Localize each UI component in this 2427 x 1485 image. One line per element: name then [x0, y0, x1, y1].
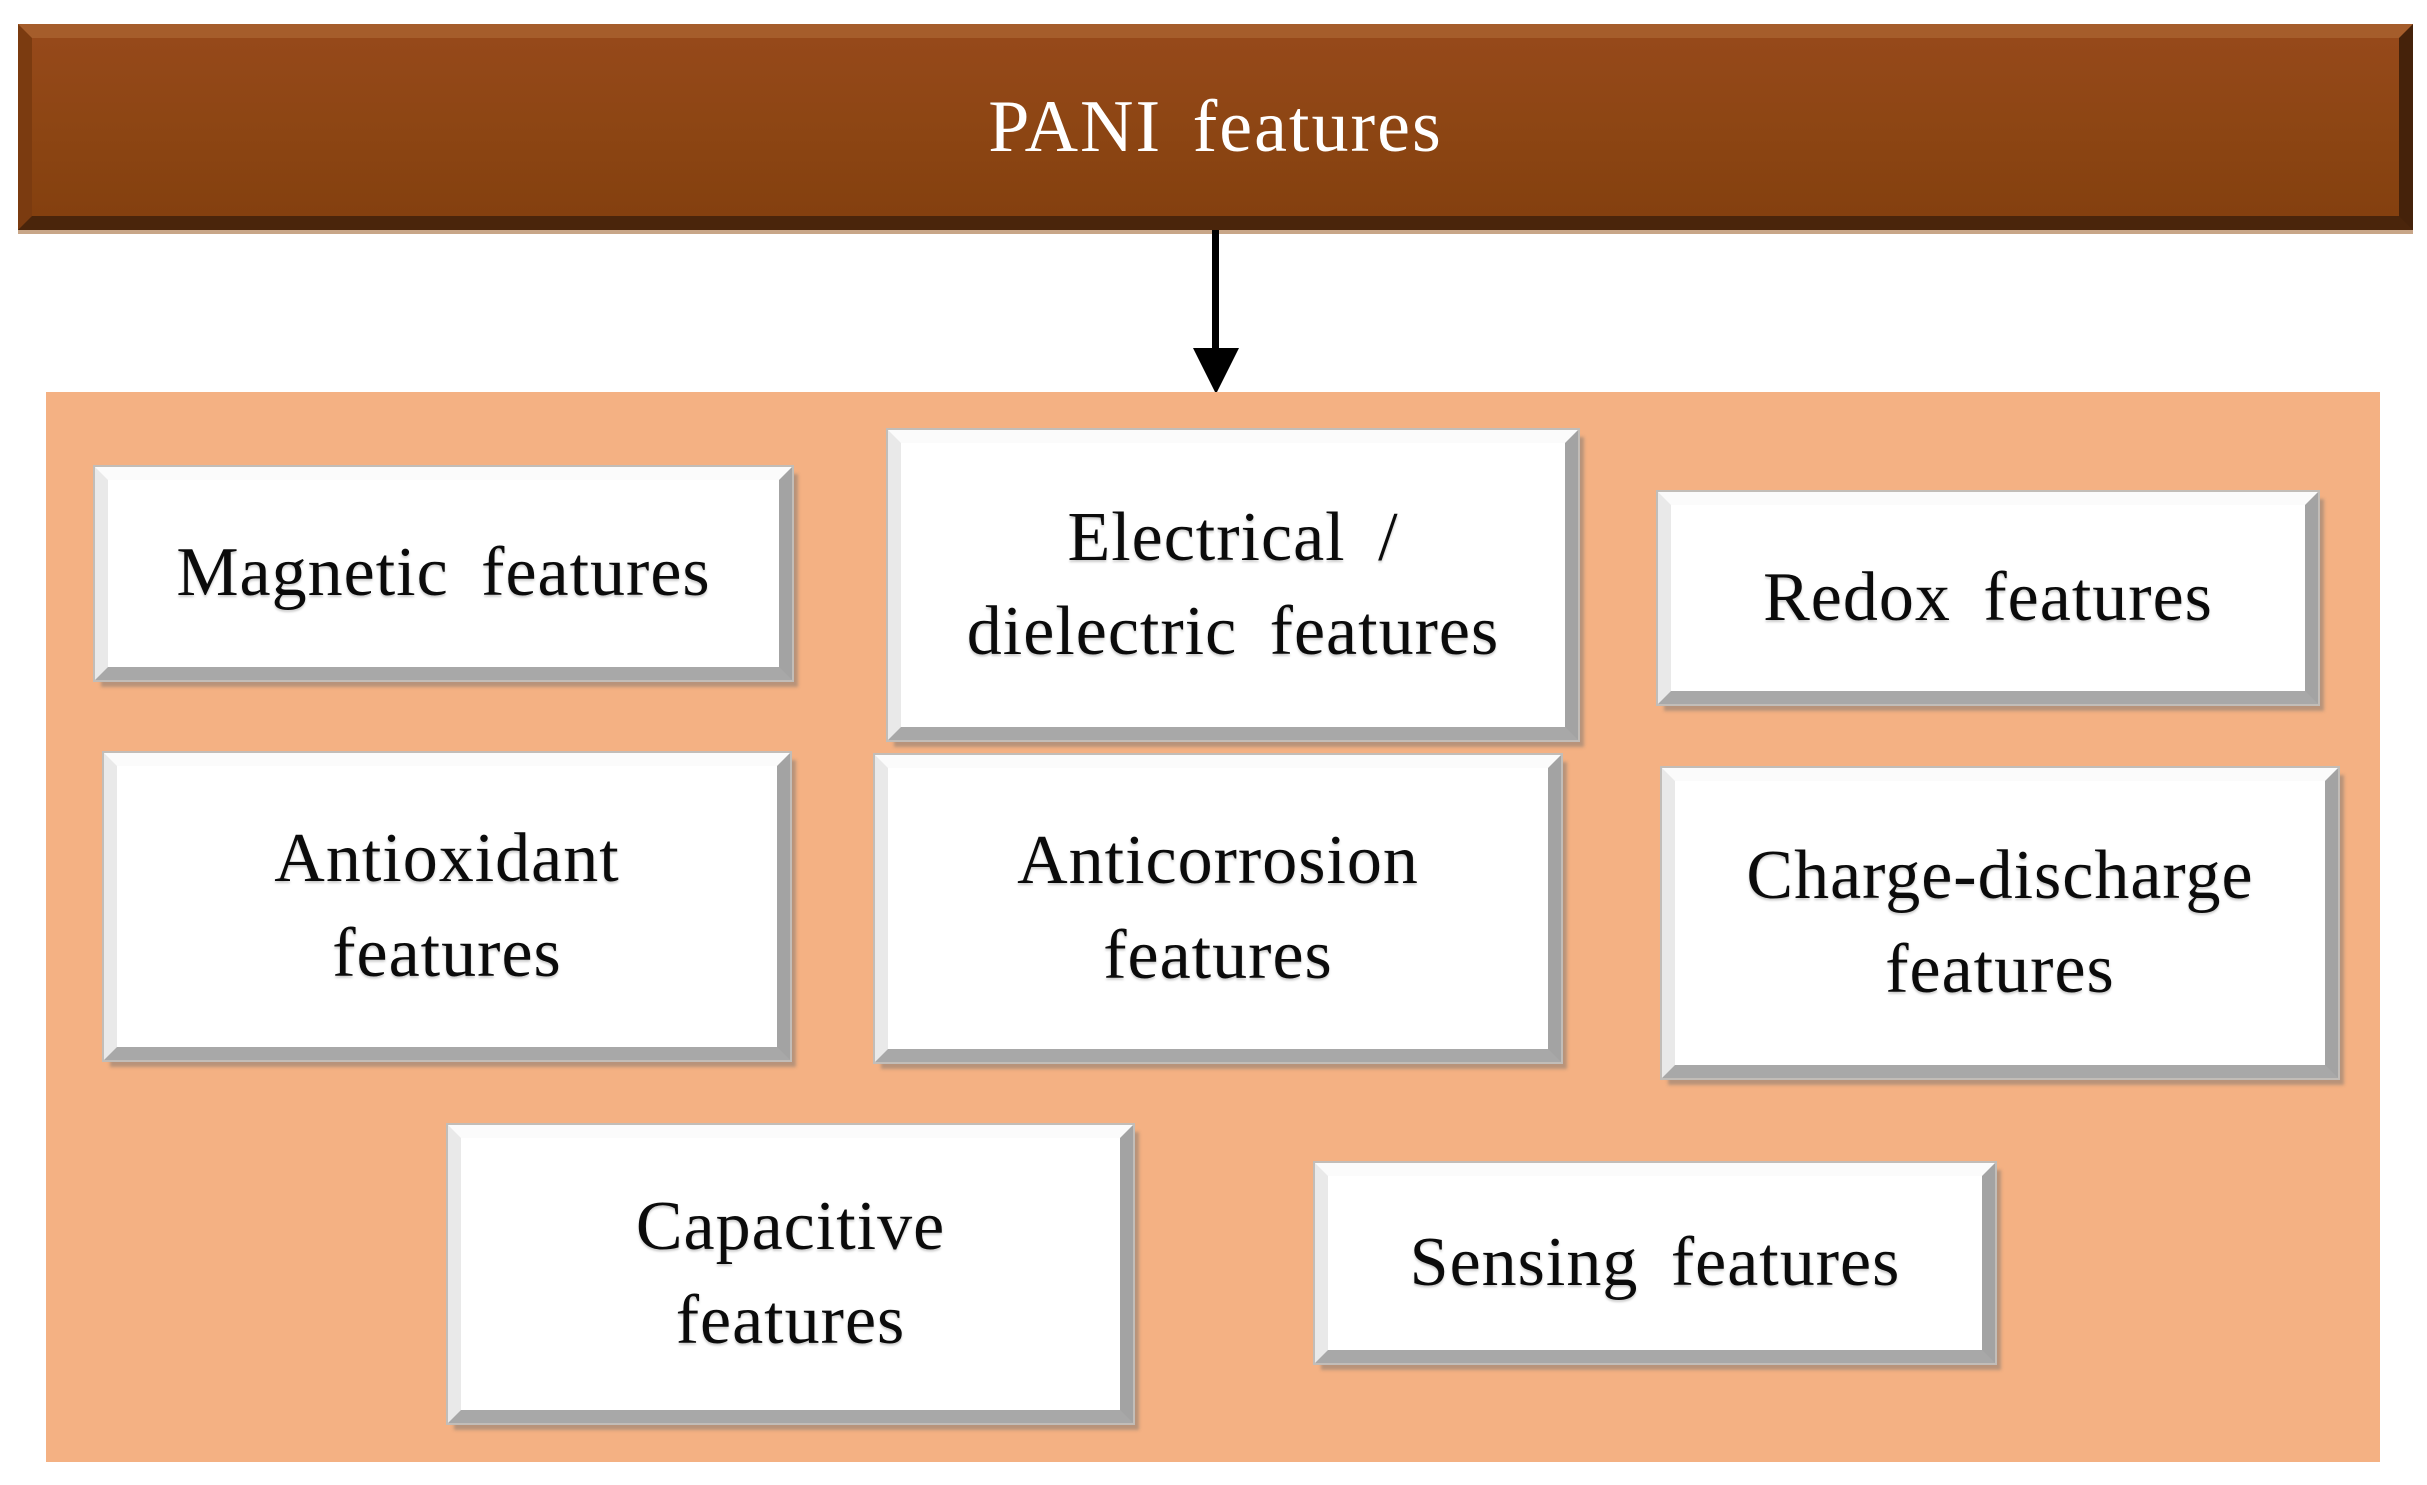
feature-label: Antioxidant — [274, 820, 620, 897]
feature-label: Electrical / — [1067, 498, 1399, 576]
arrow-head-icon — [1193, 348, 1239, 394]
feature-box-antioxidant: Antioxidant features — [102, 751, 792, 1062]
feature-label: Redox features — [1763, 558, 2213, 636]
feature-label: Charge-discharge — [1746, 836, 2254, 914]
header-title: PANI features — [988, 85, 1443, 168]
arrow-line — [1212, 230, 1219, 352]
feature-label: features — [1885, 931, 2115, 1008]
feature-box-charge-discharge: Charge-discharge features — [1660, 766, 2340, 1080]
feature-box-magnetic: Magnetic features — [93, 465, 794, 682]
feature-label: features — [1103, 916, 1333, 994]
feature-box-electrical-dielectric: Electrical / dielectric features — [886, 428, 1580, 742]
feature-label: features — [675, 1282, 906, 1359]
feature-label: Capacitive — [635, 1187, 946, 1265]
feature-label: Sensing features — [1409, 1223, 1901, 1301]
feature-label: features — [332, 914, 562, 992]
feature-box-capacitive: Capacitive features — [446, 1123, 1135, 1425]
feature-label: Anticorrosion — [1017, 822, 1419, 899]
feature-box-sensing: Sensing features — [1313, 1161, 1997, 1365]
feature-label: Magnetic features — [176, 534, 711, 612]
header-bar: PANI features — [18, 24, 2413, 230]
features-panel: Magnetic features Electrical / dielectri… — [46, 392, 2380, 1462]
feature-box-anticorrosion: Anticorrosion features — [873, 753, 1563, 1064]
connector-arrow — [1193, 230, 1239, 395]
feature-box-redox: Redox features — [1656, 490, 2320, 706]
feature-label: dielectric features — [966, 593, 1500, 670]
